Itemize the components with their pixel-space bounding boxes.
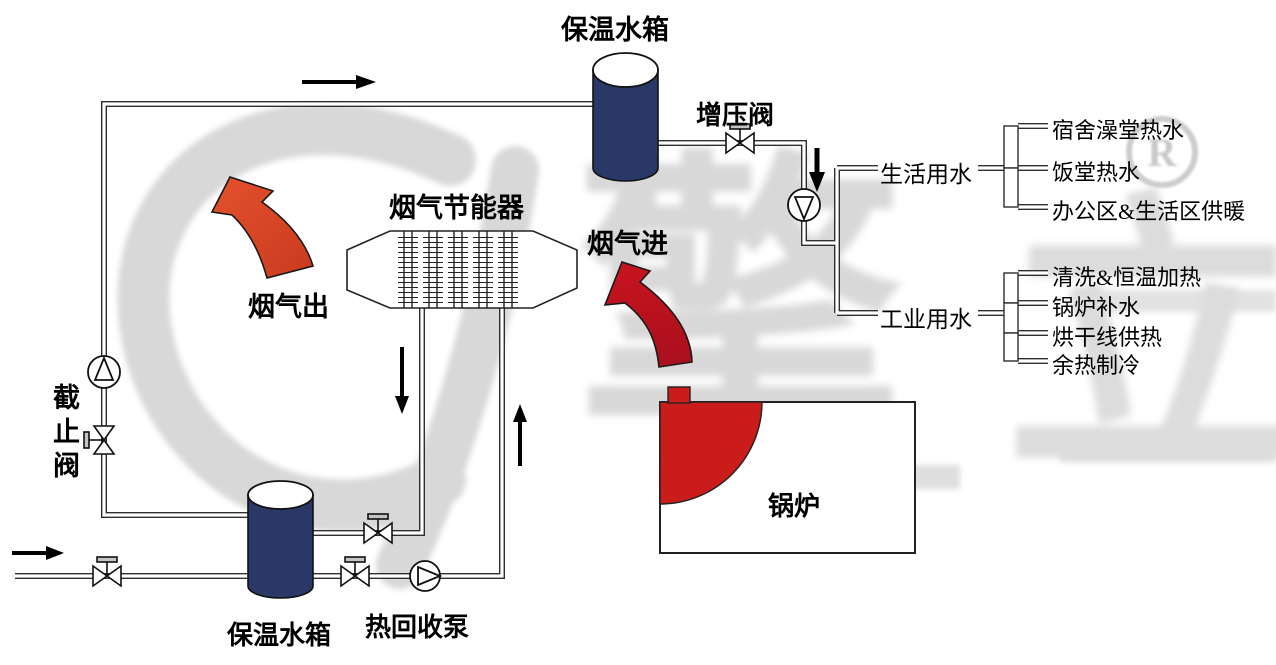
label-industrial-water: 工业用水 [880, 307, 972, 332]
inlet-valve-symbol [92, 556, 122, 588]
domestic-ladder-cell [1003, 167, 1019, 208]
tank-lid [592, 52, 659, 88]
arrow-down-economizer-left [395, 347, 409, 414]
watermark-curve [117, 103, 476, 532]
domestic-ladder-cell [1003, 125, 1019, 169]
industrial-ladder-cell [1003, 332, 1019, 362]
arrow-up-economizer-right [513, 404, 527, 466]
recovery-upper-valve-symbol [363, 513, 393, 545]
label-boiler: 锅炉 [768, 492, 821, 521]
recovery-lower-valve-symbol [340, 556, 370, 588]
label-recovery-pump: 热回收泵 [365, 613, 470, 642]
industrial-ladder-cell [1003, 302, 1019, 334]
pumps [87, 188, 821, 592]
heat-recovery-pump-symbol [409, 560, 443, 592]
branch-industrial-2: 烘干线供热 [1052, 325, 1163, 350]
flue-gas-out-arrow [210, 176, 315, 279]
branch-industrial-1: 锅炉补水 [1052, 295, 1141, 320]
registered-trademark-letter: R [1147, 129, 1177, 175]
arrow-right-top [302, 75, 376, 89]
watermark-logo-char-right: 立 [1005, 179, 1276, 506]
insulated-tank-bottom [247, 480, 314, 599]
boiler-flame-quarter [659, 401, 763, 505]
stop-valve-symbol [83, 425, 116, 455]
branch-domestic-0: 宿舍澡堂热水 [1052, 118, 1185, 143]
valves [83, 123, 755, 588]
branch-industrial-0: 清洗&恒温加热 [1052, 265, 1202, 290]
boiler-chimney [667, 386, 691, 404]
economizer-tube-bundles [398, 231, 518, 308]
branch-domestic-2: 办公区&生活区供暖 [1052, 199, 1246, 224]
label-stop-valve: 截止阀 [49, 383, 79, 485]
branch-ladders [1003, 125, 1019, 362]
pipe-network [15, 101, 1048, 579]
branch-domestic-1: 饭堂热水 [1052, 160, 1141, 185]
watermark-bar [1075, 290, 1276, 312]
booster-valve-symbol [725, 123, 755, 155]
arrow-down-booster-line [809, 148, 825, 192]
watermark-bar [1060, 440, 1276, 462]
label-flue-out: 烟气出 [248, 292, 329, 322]
boiler [659, 386, 916, 554]
industrial-ladder-cell [1003, 272, 1019, 304]
tank-body [592, 69, 659, 182]
label-booster-valve: 增压阀 [696, 101, 775, 130]
pipe-inner [15, 102, 1048, 578]
flow-arrows [12, 75, 825, 560]
arrow-right-inlet [12, 546, 64, 560]
registered-trademark-icon: R [1126, 116, 1198, 188]
left-riser-pump-symbol [87, 355, 121, 389]
insulated-tank-top [592, 52, 659, 182]
booster-pump-symbol [787, 188, 821, 222]
tank-body [247, 494, 314, 599]
flue-gas-economizer [346, 230, 578, 309]
label-tank-bottom: 保温水箱 [227, 621, 332, 650]
branch-industrial-3: 余热制冷 [1052, 353, 1141, 378]
label-tank-top: 保温水箱 [561, 15, 669, 45]
label-flue-in: 烟气进 [587, 229, 668, 259]
flue-gas-in-arrow [603, 261, 693, 368]
tank-lid [247, 480, 314, 510]
label-economizer: 烟气节能器 [389, 193, 524, 223]
label-domestic-water: 生活用水 [880, 162, 972, 187]
